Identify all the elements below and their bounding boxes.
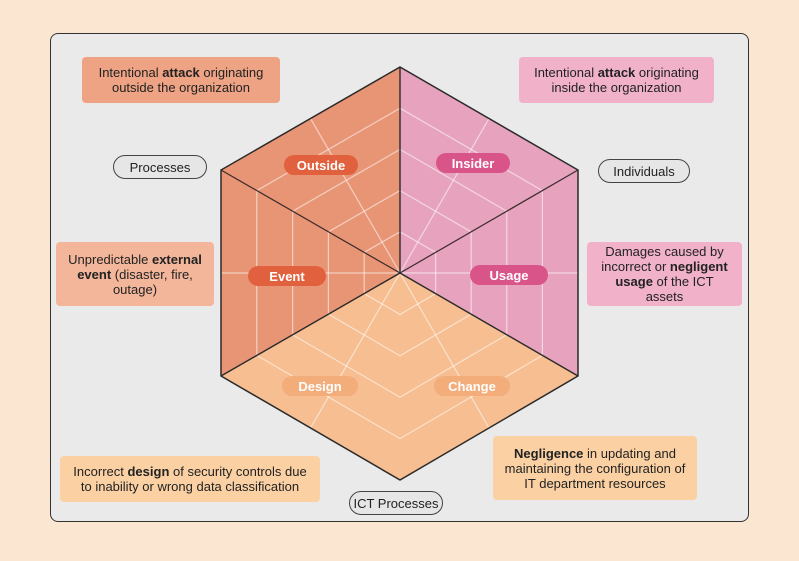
hex-grid-spoke: [309, 118, 401, 274]
callout-inside-attack: Intentional attack originating inside th…: [519, 57, 714, 103]
segment-label-outside: Outside: [284, 155, 358, 175]
hex-grid-spoke: [399, 118, 490, 274]
hex-grid-spoke: [399, 272, 490, 429]
hex-grid-spoke: [309, 272, 401, 429]
callout-external-event: Unpredictable external event (disaster, …: [56, 242, 214, 306]
callout-negligence: Negligence in updating and maintaining t…: [493, 436, 697, 500]
segment-label-usage: Usage: [470, 265, 548, 285]
axis-label-individuals: Individuals: [598, 159, 690, 183]
axis-label-ict-processes: ICT Processes: [349, 491, 443, 515]
axis-line: [399, 169, 579, 274]
face-divider: [220, 272, 401, 377]
callout-negligent-usage: Damages caused by incorrect or negligent…: [587, 242, 742, 306]
callout-outside-attack: Intentional attack originating outside t…: [82, 57, 280, 103]
segment-label-event: Event: [248, 266, 326, 286]
axis-line: [220, 169, 401, 274]
segment-label-design: Design: [282, 376, 358, 396]
axis-label-processes: Processes: [113, 155, 207, 179]
segment-label-change: Change: [434, 376, 510, 396]
callout-design: Incorrect design of security controls du…: [60, 456, 320, 502]
hexagon-outline: [220, 66, 579, 481]
face-divider: [399, 272, 579, 377]
segment-label-insider: Insider: [436, 153, 510, 173]
